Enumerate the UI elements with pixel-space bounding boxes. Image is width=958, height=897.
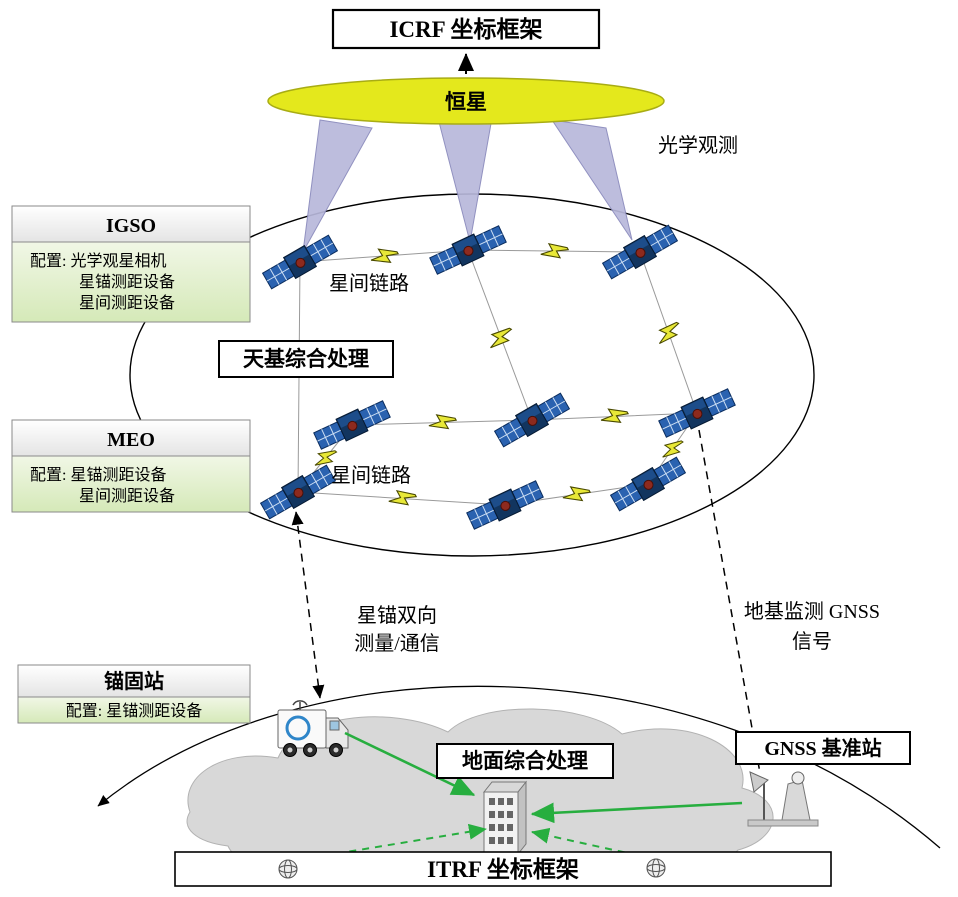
satellite-icon bbox=[656, 385, 738, 441]
satellite-icon bbox=[492, 389, 572, 451]
lightning-bolt-icon bbox=[485, 321, 515, 355]
igso-config-line: 星锚测距设备 bbox=[79, 273, 175, 291]
igso-title: IGSO bbox=[106, 215, 156, 237]
globe-icon bbox=[278, 859, 298, 879]
satellite-icon bbox=[464, 477, 546, 533]
anchor-station-panel: 锚固站 配置: 星锚测距设备 bbox=[17, 664, 251, 724]
icrf-frame-box bbox=[331, 8, 601, 50]
anchor-link-label-line1: 星锚双向 bbox=[357, 604, 437, 627]
meo-panel: MEO 配置: 星锚测距设备 星间测距设备 bbox=[11, 419, 251, 513]
truck-to-processing-link bbox=[344, 731, 476, 797]
lightning-bolt-icon bbox=[658, 434, 686, 464]
meo-title: MEO bbox=[107, 429, 155, 451]
optical-observation-label: 光学观测 bbox=[658, 134, 738, 157]
lightning-bolt-icon bbox=[653, 316, 683, 350]
icrf-frame-label: ICRF 坐标框架 bbox=[389, 17, 542, 42]
gnss-link-label-line1: 地基监测 GNSS bbox=[744, 600, 880, 623]
optical-cone-right bbox=[550, 119, 633, 241]
anchor-link-label-line2: 测量/通信 bbox=[354, 632, 440, 655]
gnss-monitoring-link bbox=[698, 429, 761, 774]
stars-ellipse bbox=[267, 77, 665, 125]
igso-config-box bbox=[11, 241, 251, 323]
lightning-bolt-icon bbox=[559, 479, 593, 509]
anchor-header bbox=[17, 664, 251, 698]
gnss-station-box bbox=[735, 731, 911, 765]
gnss-to-processing-link bbox=[530, 801, 743, 824]
space-processing-box bbox=[218, 340, 394, 378]
itrf-frame-label: ITRF 坐标框架 bbox=[427, 857, 579, 882]
earth-surface-arc bbox=[97, 685, 941, 849]
ground-processing-label: 地面综合处理 bbox=[462, 749, 588, 773]
globe-icon bbox=[646, 858, 666, 878]
gnss-station-label: GNSS 基准站 bbox=[764, 736, 881, 760]
anchor-title: 锚固站 bbox=[104, 669, 164, 693]
optical-cone-middle bbox=[437, 117, 493, 243]
igso-config-line: 配置: 光学观星相机 bbox=[30, 252, 166, 270]
meo-config-line: 星间测距设备 bbox=[79, 487, 175, 505]
processing-center-building-icon bbox=[482, 780, 528, 856]
anchor-station-truck-icon bbox=[277, 700, 349, 757]
anchor-config-box bbox=[17, 696, 251, 724]
igso-config-line: 星间测距设备 bbox=[79, 294, 175, 312]
stars-label: 恒星 bbox=[445, 90, 487, 114]
gnss-station-icon bbox=[747, 771, 819, 827]
optical-cone-left bbox=[302, 119, 373, 253]
satellite-anchor-two-way-link bbox=[291, 511, 325, 699]
meo-config-line: 配置: 星锚测距设备 bbox=[30, 466, 166, 484]
satellite-icon bbox=[311, 397, 393, 453]
isl-label-top: 星间链路 bbox=[329, 272, 409, 295]
anchor-config-line: 配置: 星锚测距设备 bbox=[66, 702, 202, 720]
meo-config-box bbox=[11, 455, 251, 513]
isl-label-bottom: 星间链路 bbox=[331, 464, 411, 487]
optical-cones bbox=[302, 117, 633, 253]
gnss-link-label-line2: 信号 bbox=[792, 630, 832, 653]
satellite-icon bbox=[608, 453, 688, 515]
lightning-bolt-icon bbox=[367, 240, 401, 272]
space-processing-label: 天基综合处理 bbox=[243, 347, 369, 371]
igso-panel: IGSO 配置: 光学观星相机 星锚测距设备 星间测距设备 bbox=[11, 205, 251, 323]
ground-processing-box bbox=[436, 743, 614, 779]
